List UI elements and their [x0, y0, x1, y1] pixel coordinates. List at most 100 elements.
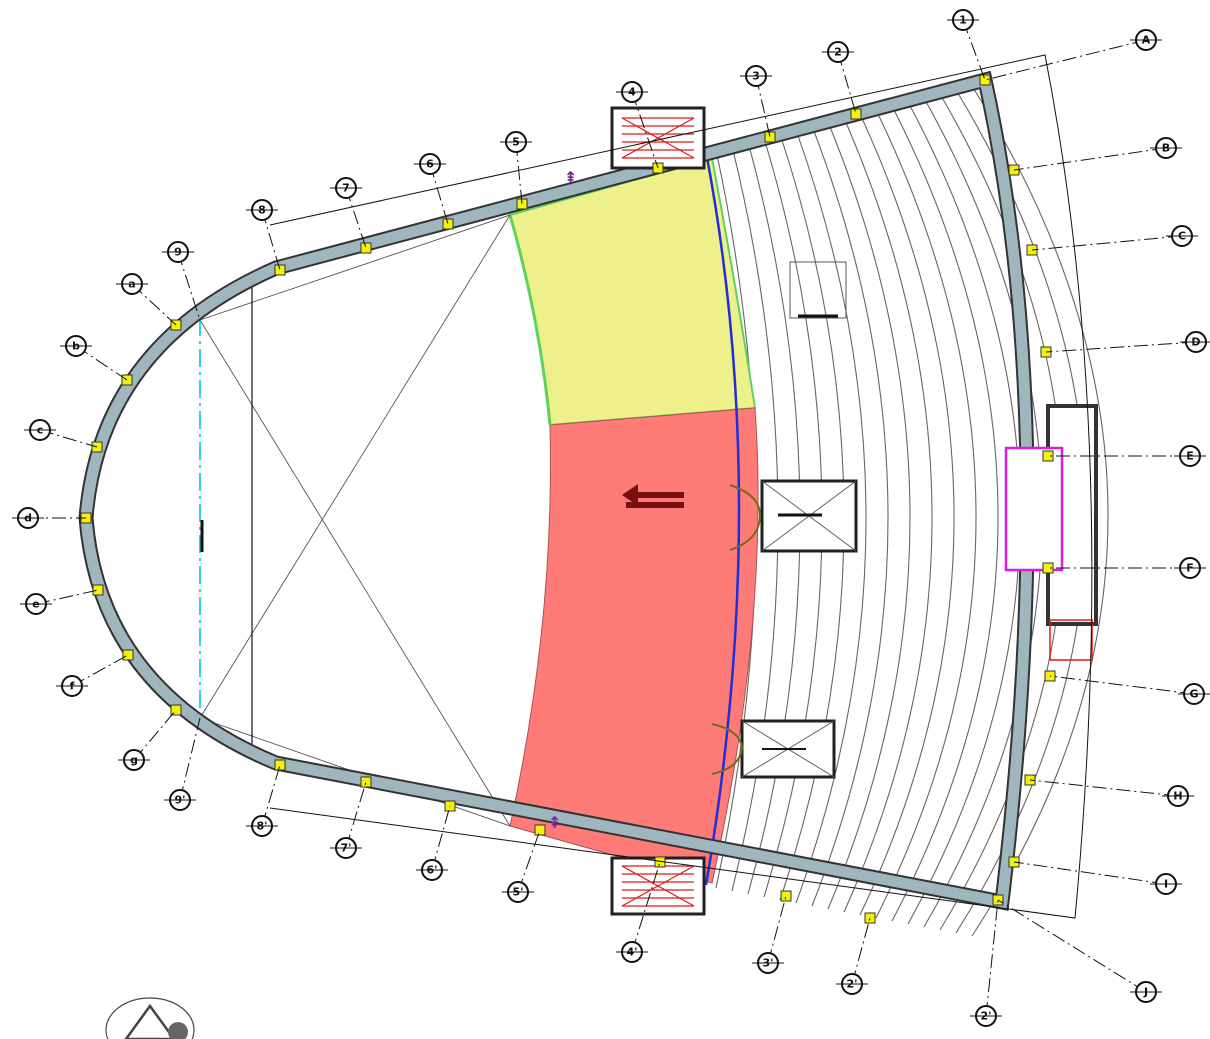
grid-label: 2 — [834, 46, 842, 59]
seat-row — [891, 105, 999, 922]
column — [1042, 450, 1054, 462]
stage-edge-line — [704, 151, 741, 886]
seat-row — [827, 121, 911, 910]
grid-bubble-right: A — [1130, 29, 1162, 51]
grid-bubble-right: C — [1166, 225, 1198, 247]
grid-label: 6' — [426, 864, 437, 877]
grid-label: 4 — [628, 86, 636, 99]
column — [274, 264, 286, 276]
side-room-2 — [711, 719, 836, 779]
grid-line — [1045, 341, 1197, 353]
grid-line — [1031, 235, 1183, 251]
grid-label: 1 — [959, 14, 967, 27]
green-edge-line — [508, 214, 552, 426]
grid-line — [997, 899, 1147, 993]
seat-row — [859, 113, 955, 916]
grid-bubble-right: I — [1150, 873, 1182, 895]
grid-bubble-top: 5 — [500, 131, 532, 153]
grid-line — [1029, 779, 1179, 797]
grid-line — [431, 805, 451, 871]
grid-label: 2' — [980, 1010, 991, 1023]
svg-text:⇞: ⇞ — [548, 813, 561, 832]
grid-label: e — [32, 598, 39, 611]
grid-bubble-left: c — [24, 419, 56, 441]
grid-line — [631, 91, 659, 169]
grid-label: 3 — [752, 70, 760, 83]
grid-bubble-top: 7 — [330, 177, 362, 199]
grid-bubble-top: 2 — [822, 41, 854, 63]
grid-label: E — [1186, 450, 1194, 463]
grid-bubble-bottom: 5' — [502, 881, 534, 903]
grid-bubble-top: 3 — [740, 65, 772, 87]
grid-bubble-right: G — [1178, 683, 1210, 705]
grid-bubble-top: 8 — [246, 199, 278, 221]
grid-bubble-left: f — [56, 675, 88, 697]
outer-wall — [78, 70, 1035, 911]
grid-label: 9 — [174, 246, 182, 259]
grid-line — [345, 781, 367, 849]
north-arrow-icon — [105, 997, 195, 1039]
grid-label: 2' — [846, 978, 857, 991]
grid-bubble-bottom: 3' — [752, 952, 784, 974]
grid-bubble-bottom: 2' — [836, 973, 868, 995]
right-core — [1004, 404, 1098, 661]
grid-bubble-right: E — [1174, 445, 1206, 467]
grid-bubble-right: F — [1174, 557, 1206, 579]
grid-bubble-bottom: 2' — [970, 1005, 1002, 1027]
grid-label: H — [1173, 790, 1182, 803]
column — [534, 824, 546, 836]
grid-label: D — [1191, 336, 1200, 349]
grid-label: 8 — [258, 204, 266, 217]
column — [360, 776, 372, 788]
grid-line — [1013, 147, 1167, 171]
grid-bubble-top: 4 — [616, 81, 648, 103]
side-room-1 — [729, 479, 858, 553]
column — [442, 218, 454, 230]
control-box — [789, 261, 847, 319]
stair-top — [610, 106, 706, 170]
grid-bubble-right: B — [1150, 137, 1182, 159]
grid-label: 5' — [512, 886, 523, 899]
grid-bubble-left: a — [116, 273, 148, 295]
grid-label: G — [1189, 688, 1198, 701]
grid-bubble-left: e — [20, 593, 52, 615]
grid-bubbles: 1234567899'8'7'6'5'4'3'2'2'ABCDEFGHIJabc… — [12, 9, 1210, 1027]
column — [850, 108, 862, 120]
grid-line — [631, 861, 661, 953]
grid-label: a — [128, 278, 135, 291]
grid-line — [985, 899, 999, 1017]
svg-text:⇞: ⇞ — [564, 168, 577, 187]
red-zone — [509, 407, 759, 884]
grid-bubble-bottom: 6' — [416, 859, 448, 881]
column — [122, 649, 134, 661]
grid-bubble-top: 6 — [414, 153, 446, 175]
grid-bubble-right: J — [1130, 981, 1162, 1003]
grid-bubble-top: 9 — [162, 241, 194, 263]
grid-label: 8' — [256, 820, 267, 833]
grid-label: 7 — [342, 182, 350, 195]
column — [1042, 562, 1054, 574]
seat-row — [875, 109, 977, 919]
grid-bubble-top: 1 — [947, 9, 979, 31]
grid-bubble-bottom: 8' — [246, 815, 278, 837]
column — [780, 890, 792, 902]
grid-label: 3' — [762, 957, 773, 970]
grid-label: F — [1186, 562, 1194, 575]
grid-bubble-left: g — [118, 749, 150, 771]
grid-line — [177, 251, 201, 321]
grid-label: 4' — [626, 946, 637, 959]
grid-line — [984, 39, 1147, 81]
grid-line — [851, 917, 871, 985]
grid-bubble-left: b — [60, 335, 92, 357]
column — [864, 912, 876, 924]
seat-row — [811, 125, 889, 907]
grid-label: 6 — [426, 158, 434, 171]
seat-row — [843, 117, 933, 913]
column — [979, 74, 991, 86]
arrow-symbol — [622, 484, 684, 508]
grid-bubble-bottom: 7' — [330, 837, 362, 859]
column — [274, 759, 286, 771]
grid-label: B — [1162, 142, 1170, 155]
column — [360, 242, 372, 254]
